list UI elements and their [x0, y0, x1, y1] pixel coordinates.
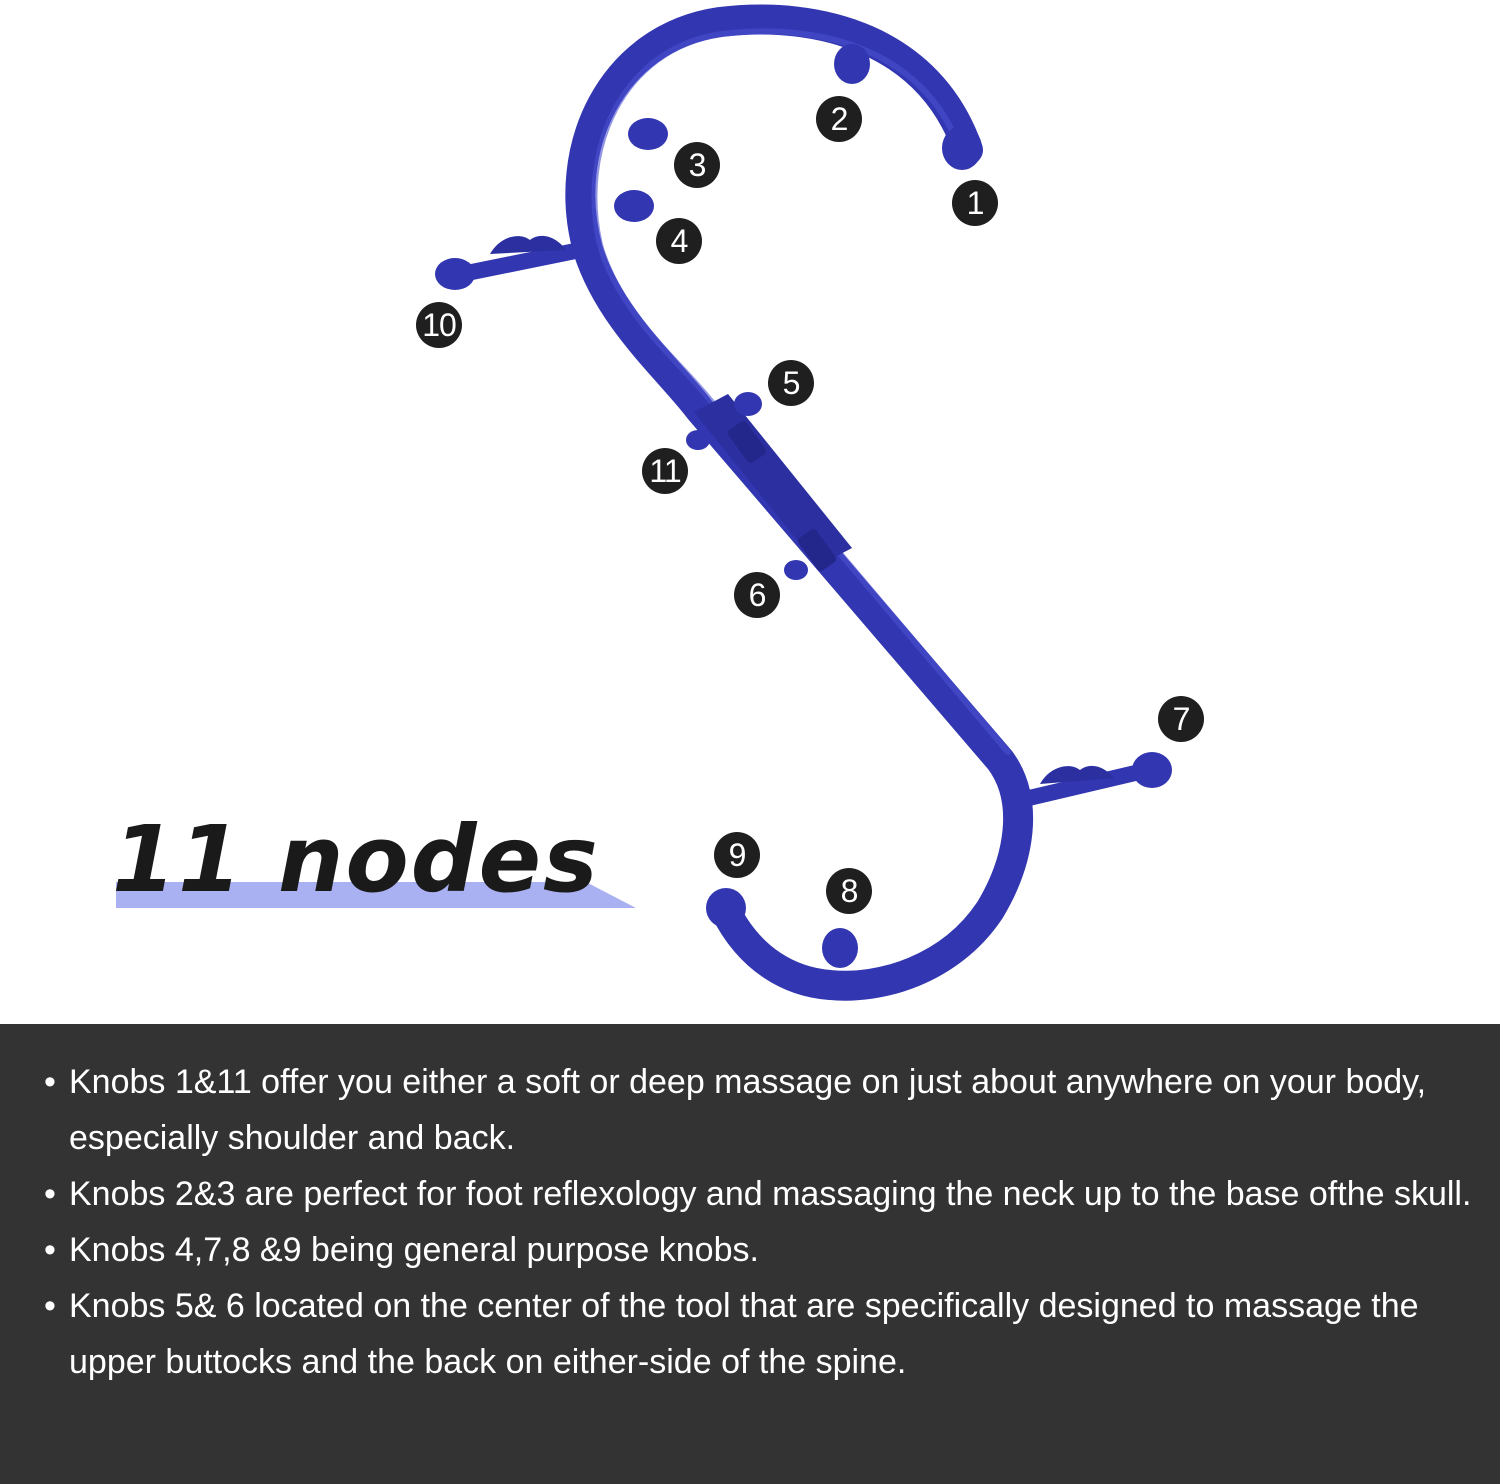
- node-label-3: 3: [674, 142, 720, 188]
- feature-item: • Knobs 2&3 are perfect for foot reflexo…: [44, 1166, 1478, 1222]
- headline-band: [116, 882, 636, 908]
- feature-item: • Knobs 1&11 offer you either a soft or …: [44, 1054, 1478, 1166]
- feature-panel: • Knobs 1&11 offer you either a soft or …: [0, 1024, 1500, 1484]
- node-label-2: 2: [816, 96, 862, 142]
- node-label-8: 8: [826, 868, 872, 914]
- feature-text: Knobs 4,7,8 &9 being general purpose kno…: [69, 1231, 759, 1269]
- knob-6: [784, 560, 808, 580]
- product-figure: 1 2 3 4 5 6 7 8 9 10 11 11 nodes: [112, 4, 1204, 1001]
- node-label-6: 6: [734, 572, 780, 618]
- headline: 11 nodes: [112, 806, 600, 913]
- arm-7: [1004, 752, 1172, 810]
- tool-body-highlight: [591, 28, 1011, 755]
- bullet-dot: •: [44, 1287, 56, 1325]
- center-grip: [694, 394, 852, 572]
- knob-8: [822, 928, 858, 968]
- bullet-dot: •: [44, 1175, 56, 1213]
- knob-4: [614, 190, 654, 222]
- feature-item: • Knobs 5& 6 located on the center of th…: [44, 1278, 1478, 1390]
- node-label-10: 10: [416, 302, 462, 348]
- arm-10: [435, 235, 598, 290]
- node-label-1: 1: [952, 180, 998, 226]
- knob-3: [628, 118, 668, 150]
- knob-2: [834, 44, 870, 84]
- feature-item: • Knobs 4,7,8 &9 being general purpose k…: [44, 1222, 1478, 1278]
- knob-9: [706, 888, 746, 928]
- bullet-dot: •: [44, 1063, 56, 1101]
- knob-5: [734, 392, 762, 416]
- massage-tool-illustration: [116, 4, 1172, 1001]
- bullet-dot: •: [44, 1231, 56, 1269]
- node-label-7: 7: [1158, 696, 1204, 742]
- feature-text: Knobs 2&3 are perfect for foot reflexolo…: [69, 1175, 1472, 1213]
- node-label-4: 4: [656, 218, 702, 264]
- tool-body: [565, 4, 1034, 1001]
- node-label-9: 9: [714, 832, 760, 878]
- knob-1: [942, 126, 982, 170]
- node-label-5: 5: [768, 360, 814, 406]
- feature-text: Knobs 5& 6 located on the center of the …: [69, 1287, 1419, 1381]
- feature-text: Knobs 1&11 offer you either a soft or de…: [69, 1063, 1427, 1157]
- knob-11: [686, 430, 710, 450]
- node-label-11: 11: [642, 448, 688, 494]
